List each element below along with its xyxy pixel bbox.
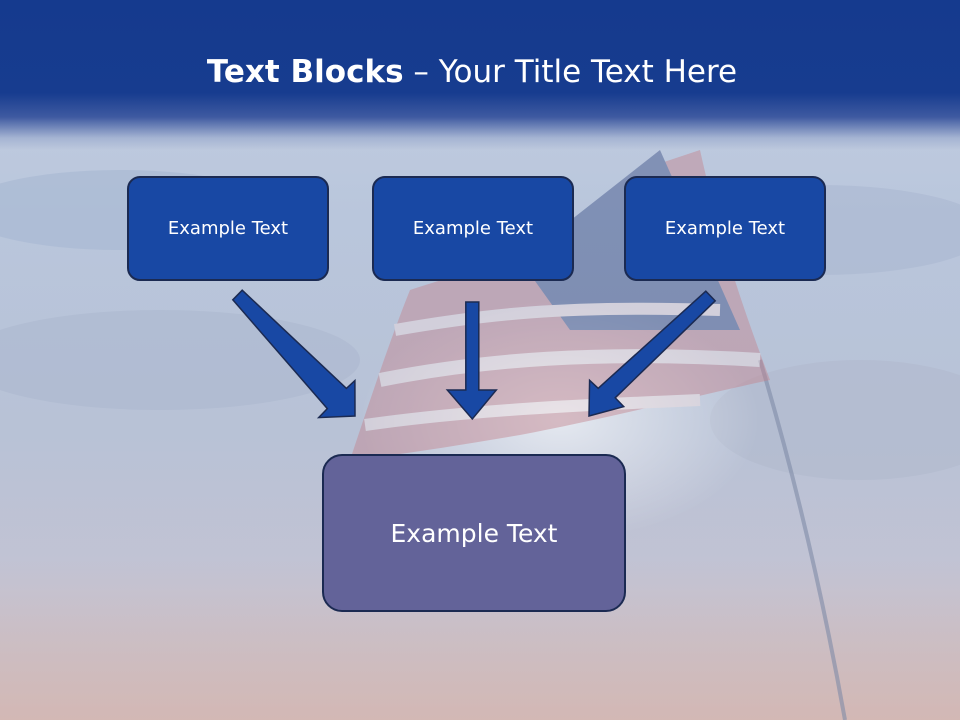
slide-title: Text Blocks – Your Title Text Here — [0, 54, 944, 90]
example-text-box-right[interactable]: Example Text — [624, 176, 826, 281]
example-text-label: Example Text — [412, 218, 534, 239]
title-rest: – Your Title Text Here — [403, 54, 738, 90]
title-bold: Text Blocks — [206, 54, 404, 90]
example-text-label: Example Text — [167, 218, 289, 239]
title-bar — [0, 0, 960, 150]
arrow-center — [445, 301, 498, 421]
arrow-right — [588, 290, 717, 417]
example-text-label: Example Text — [664, 218, 786, 239]
example-text-label: Example Text — [390, 518, 558, 548]
example-text-target-box[interactable]: Example Text — [322, 454, 626, 612]
example-text-box-center[interactable]: Example Text — [372, 176, 574, 281]
example-text-box-left[interactable]: Example Text — [127, 176, 329, 281]
arrow-left — [231, 289, 356, 419]
